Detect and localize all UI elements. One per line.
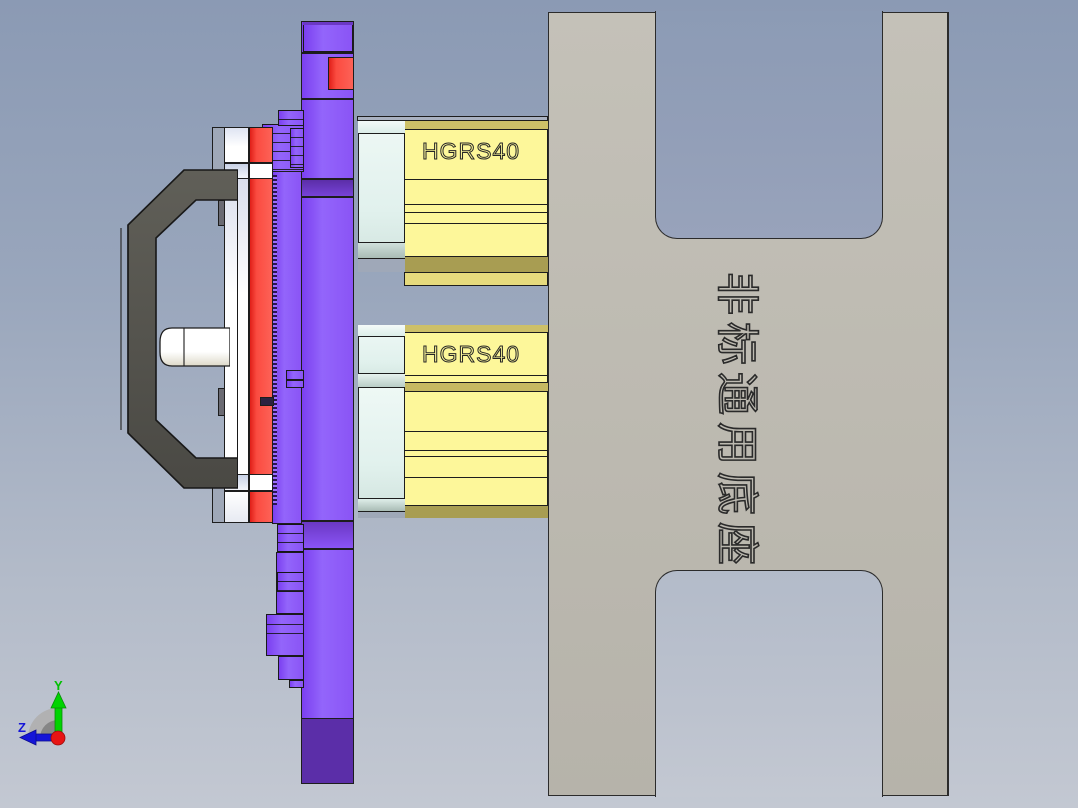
- rail-upper-groove: [404, 212, 548, 213]
- c-frame-bracket: [120, 169, 238, 489]
- carriage-upper-base: [358, 258, 405, 272]
- carriage-lower-a-seal: [358, 373, 405, 387]
- rail-upper-top-chamfer: [404, 120, 548, 130]
- rail-lower-top-chamfer: [404, 325, 548, 333]
- rail-lower-groove: [404, 431, 548, 432]
- purple-lower-stack-3-ribs: [277, 572, 304, 592]
- purple-step-b: [286, 380, 304, 388]
- rail-upper-foot: [404, 272, 548, 286]
- top-mount-block: [303, 21, 353, 52]
- purple-serrated-edge: [271, 175, 277, 505]
- purple-plate-seam: [301, 52, 354, 54]
- purple-plate-seam: [301, 520, 354, 522]
- rail-upper-bottom-chamfer: [404, 256, 548, 272]
- rail-upper-mount-strip: [357, 116, 548, 121]
- purple-sub-plate: [272, 127, 302, 524]
- small-bolt-detail: [260, 397, 274, 406]
- red-bar-bottom-gap: [249, 474, 273, 491]
- rail-lower-groove: [404, 456, 548, 457]
- purple-lower-stack-1-ribs: [277, 524, 304, 552]
- frame-edge-line: [237, 170, 238, 488]
- axis-triad: Y Z: [12, 678, 112, 772]
- red-clamp-bar: [249, 127, 273, 523]
- purple-upper-stack-1-ribs: [278, 110, 304, 126]
- base-right-edge: [947, 12, 949, 796]
- linear-rail-lower: [404, 325, 548, 518]
- purple-plate-seam: [301, 548, 354, 550]
- purple-step-a: [286, 370, 304, 380]
- purple-plate-seam: [301, 196, 354, 198]
- rail-lower-groove: [404, 375, 548, 376]
- rail-upper-groove: [404, 179, 548, 180]
- red-bar-bottom-cap: [249, 491, 273, 523]
- rail-lower-band: [404, 382, 548, 392]
- rail-lower-bottom-chamfer: [404, 505, 548, 518]
- purple-plate-foot: [301, 718, 354, 784]
- rail-lower-label: HGRS40: [422, 341, 521, 368]
- purple-plate-seam: [301, 178, 354, 180]
- purple-plate-seam: [301, 98, 354, 100]
- base-notch-bottom: [655, 570, 883, 797]
- purple-plate-recess: [302, 522, 353, 548]
- purple-lower-stack-6: [289, 680, 304, 688]
- strip-notch-lower: [218, 388, 225, 416]
- red-bar-top-gap: [249, 163, 273, 179]
- axis-label-y: Y: [54, 678, 63, 693]
- red-indicator-block: [328, 57, 354, 90]
- linear-rail-upper: [404, 120, 548, 272]
- top-mount-strip: [303, 22, 353, 25]
- rail-lower-groove: [404, 450, 548, 451]
- rail-upper-groove: [404, 204, 548, 205]
- purple-plate-recess: [302, 180, 353, 196]
- red-bar-top-cap: [249, 127, 273, 163]
- purple-lower-stack-4-ribs: [266, 624, 304, 642]
- ejector-pin: [159, 327, 230, 367]
- rail-upper-groove: [404, 223, 548, 224]
- base-notch-top: [655, 11, 883, 239]
- axis-label-z: Z: [18, 720, 26, 735]
- white-strip-top-cap: [224, 127, 249, 163]
- carriage-lower-a-cap: [358, 325, 405, 337]
- carriage-upper-seal: [358, 242, 405, 258]
- carriage-lower-b-seal: [358, 498, 405, 511]
- white-strip-bottom-cap2: [224, 491, 249, 523]
- link-block-upper-ribs: [290, 128, 304, 168]
- purple-tool-plate: [301, 21, 354, 784]
- carriage-upper-cap: [358, 120, 405, 134]
- rail-lower-groove: [404, 477, 548, 478]
- carriage-block-lower-b: [358, 387, 405, 518]
- carriage-lower-b-base: [358, 511, 405, 518]
- rail-upper-label: HGRS40: [422, 138, 521, 165]
- purple-lower-stack-5: [278, 656, 304, 680]
